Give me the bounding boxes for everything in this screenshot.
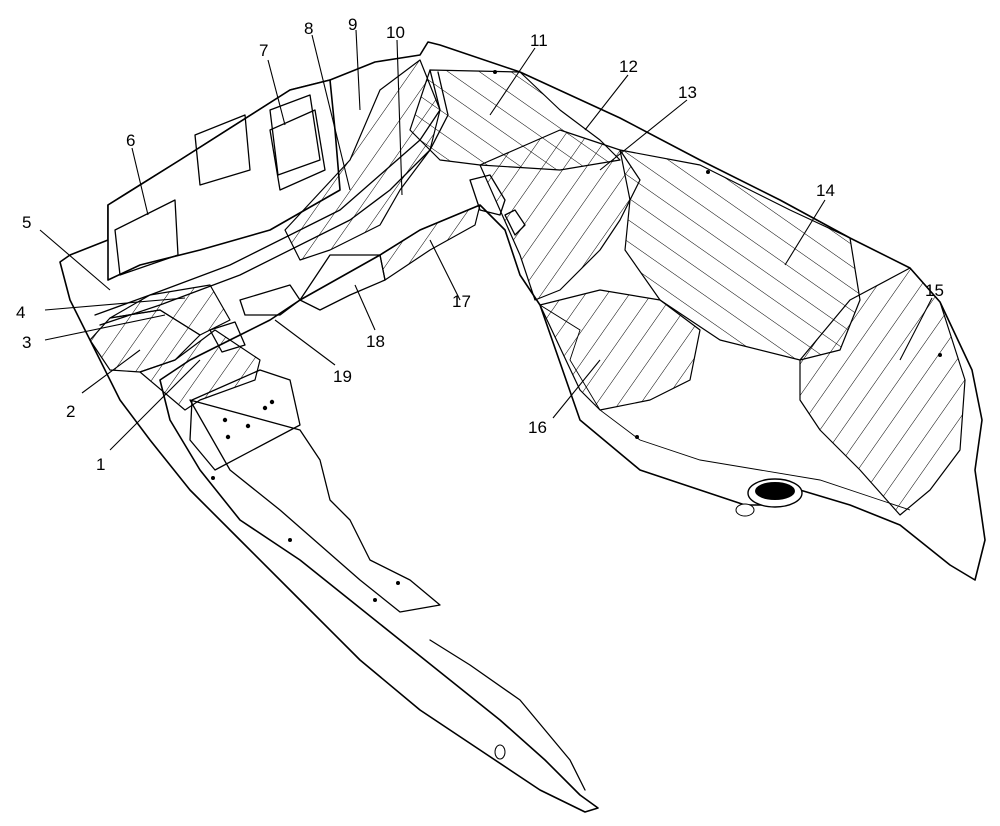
hole (493, 70, 497, 74)
callout-15: 15 (925, 281, 944, 300)
rail-19-bracket (239, 284, 301, 316)
callout-9: 9 (348, 15, 357, 34)
hole (245, 423, 251, 429)
lower-hole (494, 744, 506, 760)
callout-2: 2 (66, 402, 75, 421)
callout-3: 3 (22, 333, 31, 352)
panel-13 (479, 129, 641, 301)
callout-4: 4 (16, 303, 25, 322)
panel-17 (379, 204, 481, 281)
callout-1: 1 (96, 455, 105, 474)
callout-labels: 1 2 3 4 5 6 7 8 9 10 11 12 13 14 15 16 1… (16, 15, 944, 474)
hole (635, 435, 639, 439)
hole (269, 399, 275, 405)
hole (938, 353, 942, 357)
callout-14: 14 (816, 181, 835, 200)
callout-16: 16 (528, 418, 547, 437)
hole (225, 434, 231, 440)
tunnel-clip (504, 209, 526, 236)
callout-7: 7 (259, 41, 268, 60)
firewall-bracket-6 (114, 199, 179, 276)
hole (262, 405, 268, 411)
panel-16-inner (539, 289, 701, 411)
hole (222, 417, 228, 423)
callout-19: 19 (333, 367, 352, 386)
front-bracket (209, 321, 246, 353)
tunnel-bracket-right (469, 174, 506, 216)
exhaust-port-inner (755, 482, 795, 500)
left-bracket-plate (189, 369, 301, 471)
panel-15-rear-quarter (799, 267, 966, 516)
leader-lines (39, 29, 933, 451)
callout-12: 12 (619, 57, 638, 76)
hole (288, 538, 292, 542)
hole (396, 581, 400, 585)
left-lower-strip (429, 639, 586, 791)
callout-6: 6 (126, 131, 135, 150)
callout-11: 11 (530, 31, 548, 50)
firewall-recess-a (194, 114, 251, 186)
rear-inner-edge (519, 274, 911, 511)
callout-17: 17 (452, 292, 471, 311)
callout-13: 13 (678, 83, 697, 102)
left-side-panel (189, 399, 441, 613)
firewall-bracket-7 (269, 109, 326, 191)
callout-5: 5 (22, 213, 31, 232)
panel-3-4 (109, 284, 231, 336)
hole (706, 170, 710, 174)
hole (373, 598, 377, 602)
callout-8: 8 (304, 19, 313, 38)
callout-10: 10 (386, 23, 405, 42)
hole (211, 476, 215, 480)
drain-hole (735, 503, 755, 517)
firewall-recess-b (269, 94, 321, 176)
callout-18: 18 (366, 332, 385, 351)
